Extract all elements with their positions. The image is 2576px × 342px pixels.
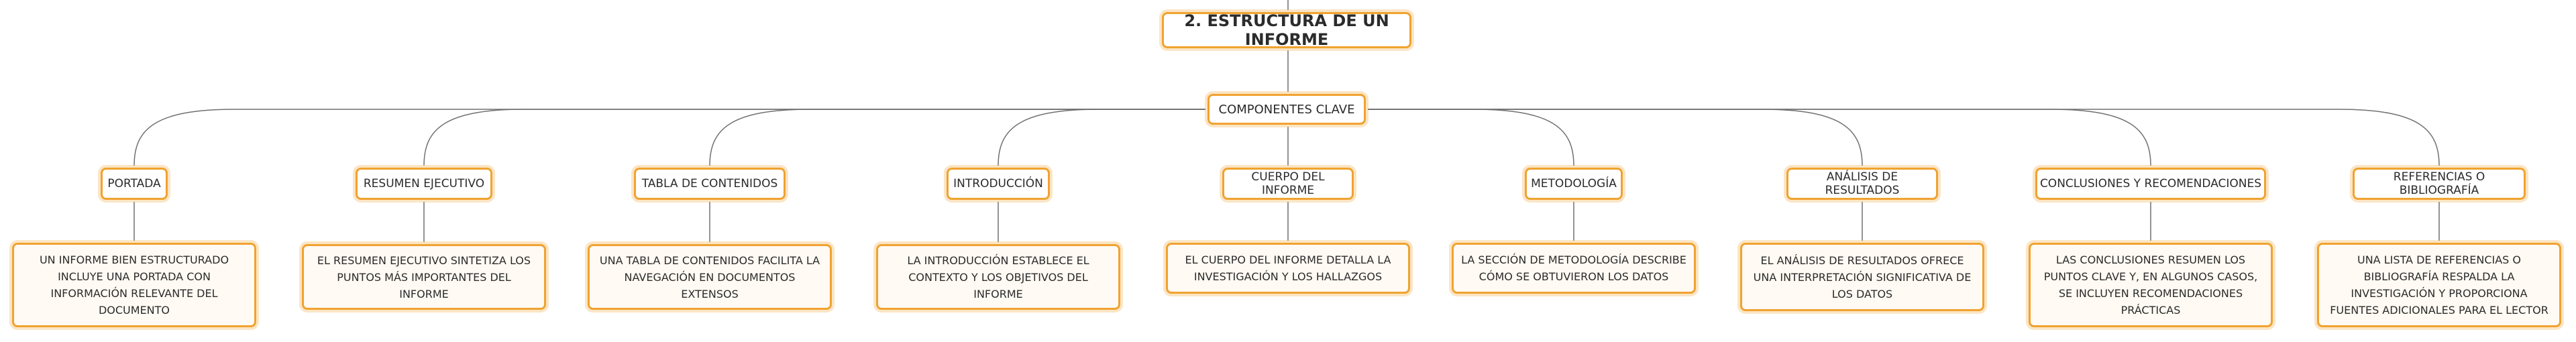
branch-connector <box>1368 109 2151 166</box>
component-description[interactable]: LA SECCIÓN DE METODOLOGÍA DESCRIBE CÓMO … <box>1452 243 1696 294</box>
branch-connector <box>133 109 1205 166</box>
component-node[interactable]: ANÁLISIS DE RESULTADOS <box>1786 168 1938 200</box>
branch-connector <box>1368 109 1863 166</box>
branch-connector <box>709 109 1205 166</box>
branch-connector <box>1368 109 2440 166</box>
branch-connector <box>423 109 1205 166</box>
component-node[interactable]: CONCLUSIONES Y RECOMENDACIONES <box>2035 168 2266 200</box>
component-node[interactable]: REFERENCIAS O BIBLIOGRAFÍA <box>2353 168 2526 200</box>
component-node[interactable]: INTRODUCCIÓN <box>947 168 1050 200</box>
component-node[interactable]: TABLA DE CONTENIDOS <box>634 168 786 200</box>
component-node[interactable]: PORTADA <box>101 168 168 200</box>
component-node[interactable]: CUERPO DEL INFORME <box>1222 168 1354 200</box>
component-description[interactable]: UN INFORME BIEN ESTRUCTURADO INCLUYE UNA… <box>12 243 256 327</box>
branch-connector <box>1368 109 1574 166</box>
component-description[interactable]: UNA TABLA DE CONTENIDOS FACILITA LA NAVE… <box>588 244 832 310</box>
component-node[interactable]: RESUMEN EJECUTIVO <box>356 168 492 200</box>
component-description[interactable]: EL CUERPO DEL INFORME DETALLA LA INVESTI… <box>1166 243 1410 294</box>
component-description[interactable]: LA INTRODUCCIÓN ESTABLECE EL CONTEXTO Y … <box>876 244 1120 310</box>
component-description[interactable]: LAS CONCLUSIONES RESUMEN LOS PUNTOS CLAV… <box>2029 243 2273 327</box>
component-description[interactable]: EL RESUMEN EJECUTIVO SINTETIZA LOS PUNTO… <box>302 244 546 310</box>
key-components-node[interactable]: COMPONENTES CLAVE <box>1208 94 1366 125</box>
branch-connector <box>998 109 1205 166</box>
component-node[interactable]: METODOLOGÍA <box>1525 168 1623 200</box>
component-description[interactable]: EL ANÁLISIS DE RESULTADOS OFRECE UNA INT… <box>1740 243 1984 311</box>
root-topic[interactable]: 2. ESTRUCTURA DE UN INFORME <box>1162 11 1411 49</box>
component-description[interactable]: UNA LISTA DE REFERENCIAS O BIBLIOGRAFÍA … <box>2317 243 2561 327</box>
